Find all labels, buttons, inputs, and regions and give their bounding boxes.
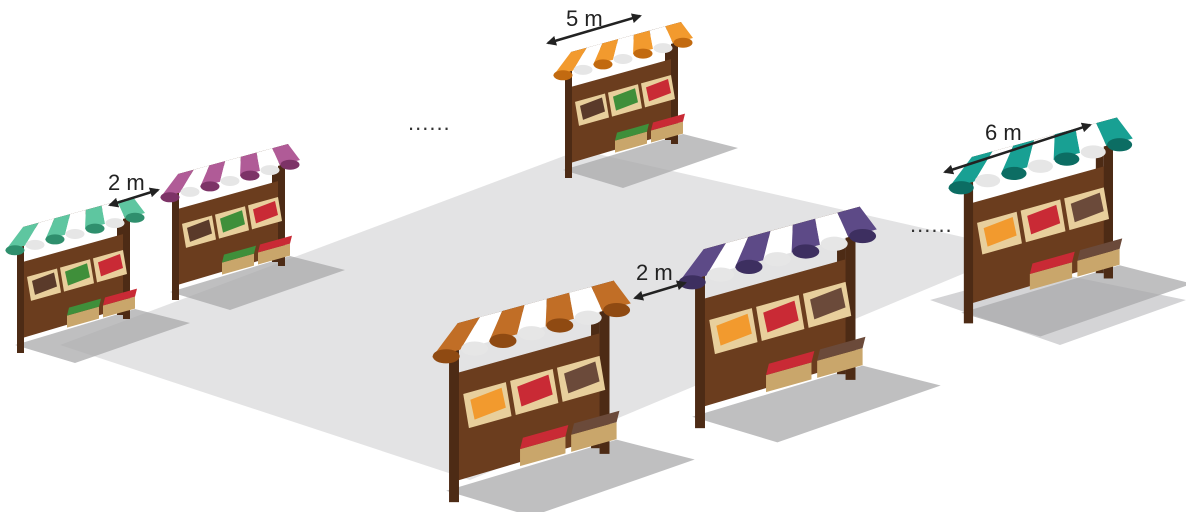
awning-scallop	[546, 318, 573, 332]
front-post	[17, 243, 24, 353]
awning-scallop	[106, 218, 125, 228]
dimension-label: 2 m	[636, 260, 673, 285]
awning-scallop	[1107, 138, 1132, 151]
awning-scallop	[281, 160, 300, 170]
awning-scallop	[490, 334, 517, 348]
awning-scallop	[949, 181, 974, 194]
awning-scallop	[221, 176, 240, 186]
awning-scallop	[1001, 167, 1026, 180]
front-post	[964, 178, 973, 323]
awning-scallop	[654, 43, 673, 53]
awning-scallop	[46, 234, 65, 244]
awning-scallop	[614, 54, 633, 64]
awning-scallop	[679, 275, 706, 289]
front-post	[172, 190, 179, 300]
awning-scallop	[634, 49, 653, 59]
awning-scallop	[674, 38, 693, 48]
awning-scallop	[975, 174, 1000, 187]
awning-scallop	[261, 165, 280, 175]
dimension-label: 6 m	[985, 120, 1022, 145]
ellipsis-dots-right: ......	[910, 212, 953, 237]
awning-scallop	[554, 70, 573, 80]
front-post	[449, 346, 459, 502]
awning-scallop	[66, 229, 85, 239]
awning-scallop	[86, 224, 105, 234]
awning-scallop	[821, 237, 848, 251]
front-post	[565, 68, 572, 178]
awning-scallop	[1054, 153, 1079, 166]
awning-scallop	[707, 267, 734, 281]
awning-scallop	[241, 171, 260, 181]
awning-scallop	[792, 244, 819, 258]
awning-scallop	[594, 59, 613, 69]
dimension-label: 2 m	[108, 170, 145, 195]
front-post	[695, 272, 705, 428]
awning-scallop	[6, 245, 25, 255]
awning-scallop	[181, 187, 200, 197]
awning-scallop	[574, 65, 593, 75]
awning-scallop	[433, 349, 460, 363]
awning-scallop	[461, 341, 488, 355]
awning-scallop	[736, 260, 763, 274]
awning-scallop	[603, 303, 630, 317]
awning-scallop	[849, 229, 876, 243]
dimension-label: 5 m	[566, 6, 603, 31]
awning-scallop	[126, 213, 145, 223]
awning-scallop	[26, 240, 45, 250]
awning-scallop	[575, 311, 602, 325]
awning-scallop	[161, 192, 180, 202]
awning-scallop	[518, 326, 545, 340]
awning-scallop	[764, 252, 791, 266]
ellipsis-dots-top: ......	[408, 110, 451, 135]
awning-scallop	[1028, 160, 1053, 173]
awning-scallop	[201, 181, 220, 191]
awning-scallop	[1081, 145, 1106, 158]
